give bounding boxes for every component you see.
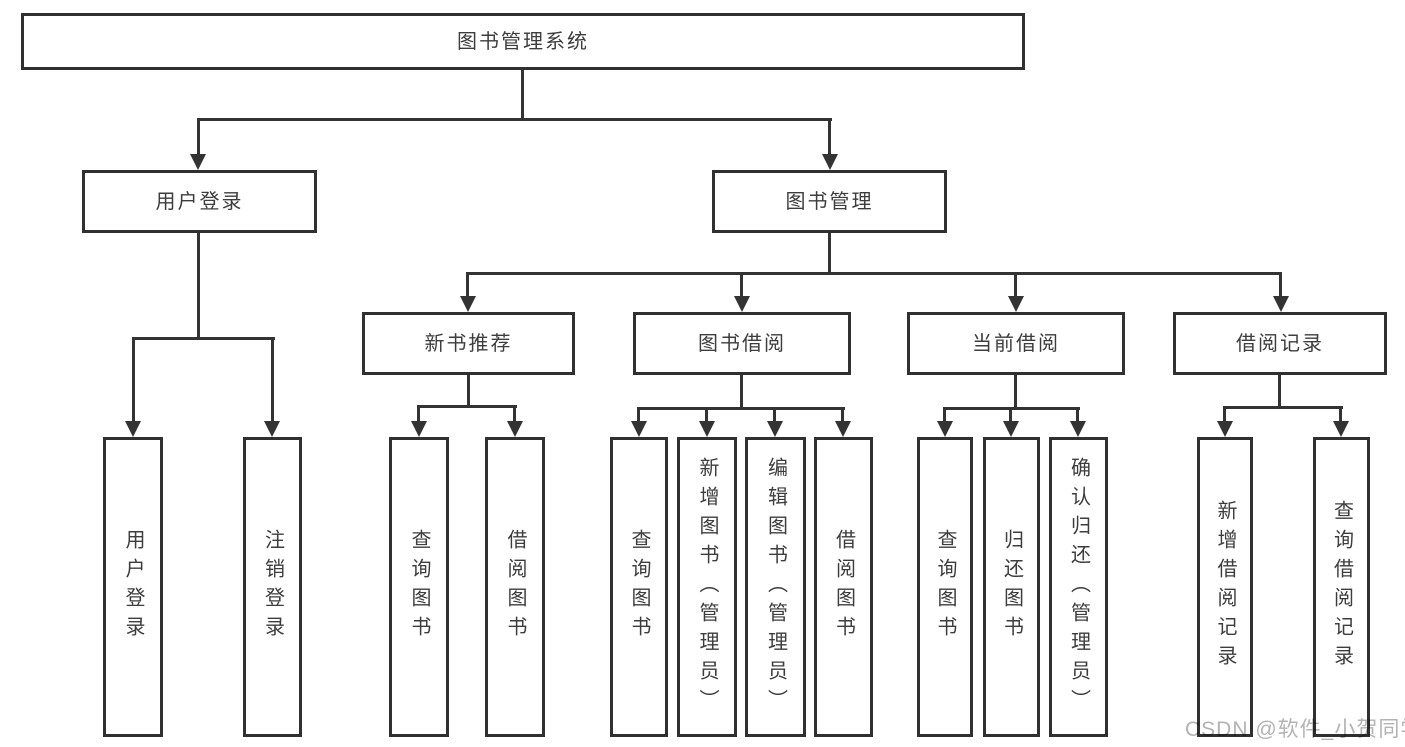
connector-v xyxy=(943,407,946,422)
connector-v xyxy=(1339,406,1342,422)
connector-v xyxy=(828,118,831,156)
arrow-down-icon xyxy=(460,296,476,312)
connector-v xyxy=(1014,375,1017,407)
leaf-cb-query-books: 查询图书 xyxy=(917,437,973,737)
connector-v xyxy=(1278,375,1281,406)
connector-v xyxy=(828,233,831,272)
node-book-management: 图书管理 xyxy=(712,170,947,233)
leaf-bb-borrow-books-label: 借阅图书 xyxy=(832,529,855,645)
leaf-nb-query-books-label: 查询图书 xyxy=(408,529,430,645)
arrow-down-icon xyxy=(1070,421,1086,437)
leaf-br-add-record-label: 新增借阅记录 xyxy=(1214,500,1236,674)
leaf-bb-query-books: 查询图书 xyxy=(610,437,668,737)
leaf-user-login: 用户登录 xyxy=(103,437,163,737)
connector-v xyxy=(197,233,200,337)
leaf-bb-edit-book-admin-label: 编辑图书（管理员） xyxy=(764,456,787,718)
arrow-down-icon xyxy=(1333,421,1349,437)
connector-v xyxy=(521,70,524,118)
connector-v xyxy=(637,407,640,422)
node-book-borrowing-label: 图书借阅 xyxy=(698,332,786,355)
connector-v xyxy=(841,407,844,422)
leaf-cb-confirm-return-admin-label: 确认归还（管理员） xyxy=(1067,456,1090,718)
node-new-book-recommend: 新书推荐 xyxy=(362,312,575,375)
connector-v xyxy=(513,405,516,422)
leaf-user-login-label: 用户登录 xyxy=(122,529,144,645)
connector-v xyxy=(132,337,135,422)
arrow-down-icon xyxy=(1008,296,1024,312)
leaf-bb-borrow-books: 借阅图书 xyxy=(814,437,873,737)
connector-v xyxy=(197,118,200,156)
connector-h xyxy=(417,405,517,408)
node-user-login-label: 用户登录 xyxy=(155,190,244,213)
arrow-down-icon xyxy=(822,154,838,170)
leaf-logout: 注销登录 xyxy=(243,437,302,737)
leaf-cb-confirm-return-admin: 确认归还（管理员） xyxy=(1049,437,1108,737)
leaf-bb-add-book-admin: 新增图书（管理员） xyxy=(677,437,737,737)
connector-v xyxy=(1279,272,1282,297)
leaf-cb-return-books: 归还图书 xyxy=(983,437,1040,737)
connector-v xyxy=(740,272,743,297)
leaf-bb-query-books-label: 查询图书 xyxy=(628,529,650,645)
node-user-login: 用户登录 xyxy=(82,170,317,233)
leaf-bb-add-book-admin-label: 新增图书（管理员） xyxy=(696,456,718,718)
leaf-nb-borrow-books-label: 借阅图书 xyxy=(504,529,526,645)
leaf-nb-query-books: 查询图书 xyxy=(389,437,449,737)
connector-v xyxy=(271,337,274,422)
arrow-down-icon xyxy=(734,296,750,312)
node-new-book-recommend-label: 新书推荐 xyxy=(424,332,513,355)
connector-v xyxy=(740,375,743,407)
leaf-logout-label: 注销登录 xyxy=(261,529,284,645)
arrow-down-icon xyxy=(1273,296,1289,312)
node-book-borrowing: 图书借阅 xyxy=(633,312,851,375)
connector-v xyxy=(1076,407,1079,422)
node-root: 图书管理系统 xyxy=(21,13,1025,70)
node-book-management-label: 图书管理 xyxy=(785,190,874,213)
node-borrowing-records: 借阅记录 xyxy=(1173,312,1387,375)
arrow-down-icon xyxy=(767,421,783,437)
leaf-cb-query-books-label: 查询图书 xyxy=(934,529,956,645)
arrow-down-icon xyxy=(507,421,523,437)
connector-h xyxy=(1223,406,1343,409)
leaf-br-add-record: 新增借阅记录 xyxy=(1197,437,1253,737)
connector-v xyxy=(705,407,708,422)
node-current-borrowing-label: 当前借阅 xyxy=(972,332,1060,355)
connector-v xyxy=(467,375,470,405)
arrow-down-icon xyxy=(190,154,206,170)
connector-v xyxy=(466,272,469,297)
connector-v xyxy=(1009,407,1012,422)
node-current-borrowing: 当前借阅 xyxy=(907,312,1125,375)
connector-v xyxy=(1223,406,1226,422)
arrow-down-icon xyxy=(1217,421,1233,437)
arrow-down-icon xyxy=(937,421,953,437)
arrow-down-icon xyxy=(1003,421,1019,437)
connector-h xyxy=(197,118,832,121)
arrow-down-icon xyxy=(125,421,141,437)
arrow-down-icon xyxy=(264,421,280,437)
connector-v xyxy=(1014,272,1017,297)
connector-v xyxy=(417,405,420,422)
arrow-down-icon xyxy=(631,421,647,437)
arrow-down-icon xyxy=(699,421,715,437)
leaf-nb-borrow-books: 借阅图书 xyxy=(485,437,545,737)
leaf-bb-edit-book-admin: 编辑图书（管理员） xyxy=(745,437,806,737)
leaf-br-query-record: 查询借阅记录 xyxy=(1313,437,1370,737)
arrow-down-icon xyxy=(835,421,851,437)
arrow-down-icon xyxy=(411,421,427,437)
csdn-watermark: CSDN @软件_小贺同学 xyxy=(1185,718,1405,741)
connector-h xyxy=(637,407,845,410)
leaf-cb-return-books-label: 归还图书 xyxy=(1000,529,1023,645)
node-borrowing-records-label: 借阅记录 xyxy=(1236,332,1324,355)
connector-v xyxy=(773,407,776,422)
connector-h xyxy=(132,337,275,340)
connector-h xyxy=(467,272,1282,275)
leaf-br-query-record-label: 查询借阅记录 xyxy=(1330,500,1353,674)
node-root-label: 图书管理系统 xyxy=(457,30,589,53)
